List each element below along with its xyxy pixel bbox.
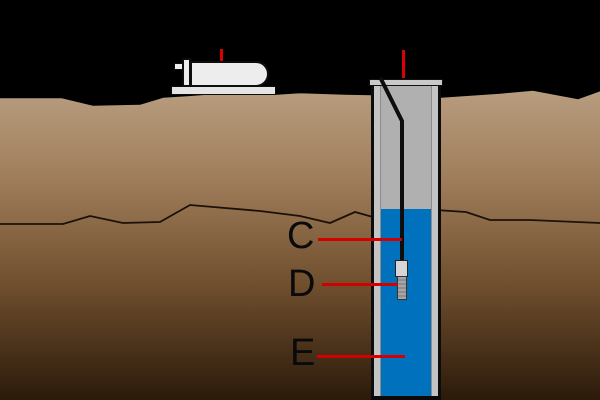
- well-bottom-edge: [371, 396, 441, 400]
- well-casing-outline-right: [438, 83, 441, 400]
- soil-body: [0, 89, 600, 400]
- label-d: D: [288, 263, 316, 305]
- pressure-sensor-body: [397, 276, 407, 300]
- label-c: C: [287, 215, 315, 257]
- soil-layer-boundary-line: [0, 204, 600, 225]
- leader-line-e: [317, 355, 405, 358]
- well-casing-outline-left: [371, 83, 374, 400]
- red-marker-pump: [220, 49, 223, 61]
- pressure-sensor-cap: [395, 260, 408, 277]
- well-cap: [369, 79, 443, 86]
- red-marker-well: [402, 50, 405, 78]
- well-casing-wall-left: [374, 85, 381, 400]
- leader-line-d: [322, 283, 398, 286]
- pump-body: [190, 61, 269, 87]
- well-casing-wall-right: [431, 85, 438, 400]
- sensor-cable-line: [379, 77, 404, 264]
- label-e: E: [290, 332, 316, 374]
- leader-line-c: [318, 238, 402, 241]
- pump-end-cap: [182, 58, 191, 87]
- soil-surface-line: [0, 88, 600, 106]
- pump-outlet: [174, 63, 183, 70]
